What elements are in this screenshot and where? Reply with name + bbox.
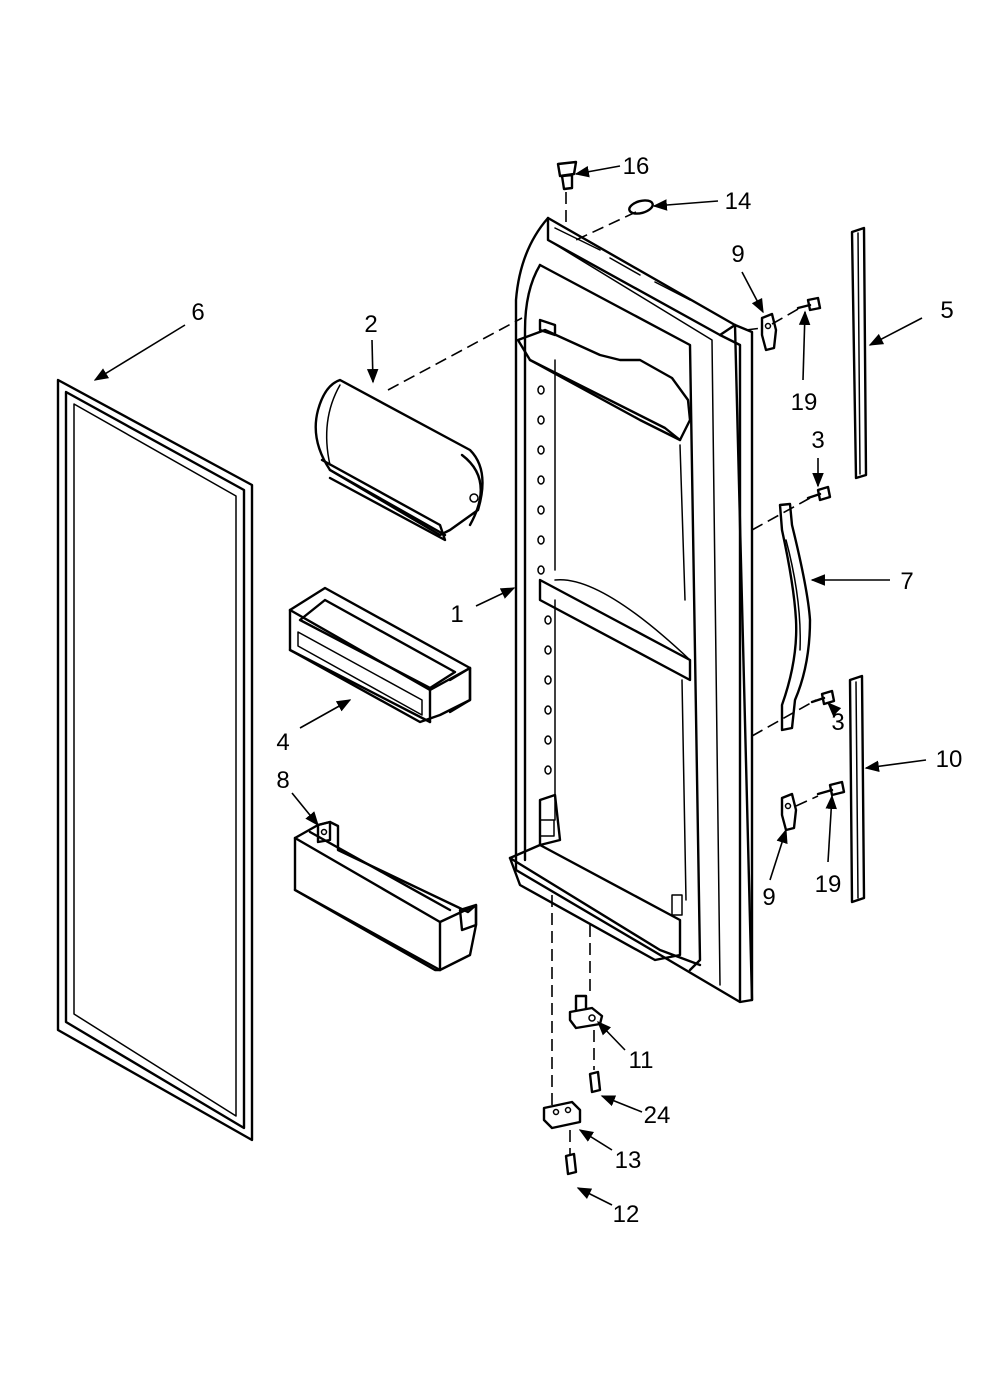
door-liner — [508, 216, 754, 1004]
callout-9-lower: 9 — [762, 884, 775, 911]
callout-arrows — [93, 165, 927, 1206]
callout-7: 7 — [900, 568, 913, 595]
callout-9-upper: 9 — [731, 241, 744, 268]
hinge-pin — [568, 994, 604, 1030]
callout-3-lower: 3 — [831, 709, 844, 736]
handle-clip-lower — [780, 792, 798, 832]
callout-8: 8 — [276, 767, 289, 794]
callout-11: 11 — [629, 1047, 654, 1074]
callout-6: 6 — [191, 299, 204, 326]
upper-door-trim — [850, 226, 868, 480]
screw-19-upper — [796, 296, 822, 312]
callout-14: 14 — [725, 188, 752, 215]
callout-labels: 6 2 1 4 8 16 14 9 19 5 3 7 3 10 9 19 11 … — [191, 153, 962, 1228]
screw-19-lower — [816, 780, 846, 797]
door-gasket — [56, 378, 254, 1142]
callout-13: 13 — [615, 1147, 642, 1174]
callout-2: 2 — [364, 311, 377, 338]
callout-5: 5 — [940, 297, 953, 324]
callout-19-upper: 19 — [791, 389, 818, 416]
callout-3-upper: 3 — [811, 427, 824, 454]
shelf-peg-holes — [537, 385, 552, 775]
screw-24 — [588, 1070, 602, 1094]
screw-3-upper — [806, 485, 832, 502]
screw-12 — [564, 1152, 578, 1176]
door-handle — [778, 502, 812, 732]
callout-12: 12 — [613, 1201, 640, 1228]
handle-clip-upper — [760, 312, 778, 352]
dairy-compartment — [314, 378, 484, 542]
callout-10: 10 — [936, 746, 963, 773]
lower-door-trim — [848, 674, 866, 904]
callout-1: 1 — [450, 601, 463, 628]
screw-3-lower — [810, 689, 836, 706]
callout-16: 16 — [623, 153, 650, 180]
top-screw — [556, 160, 578, 191]
lower-door-bin — [293, 820, 478, 972]
callout-24: 24 — [644, 1102, 671, 1129]
door-shelf-bin — [288, 586, 472, 724]
assembly-lines — [387, 192, 819, 1154]
callout-19-lower: 19 — [815, 871, 842, 898]
callout-4: 4 — [276, 729, 289, 756]
hinge-block — [542, 1100, 582, 1130]
